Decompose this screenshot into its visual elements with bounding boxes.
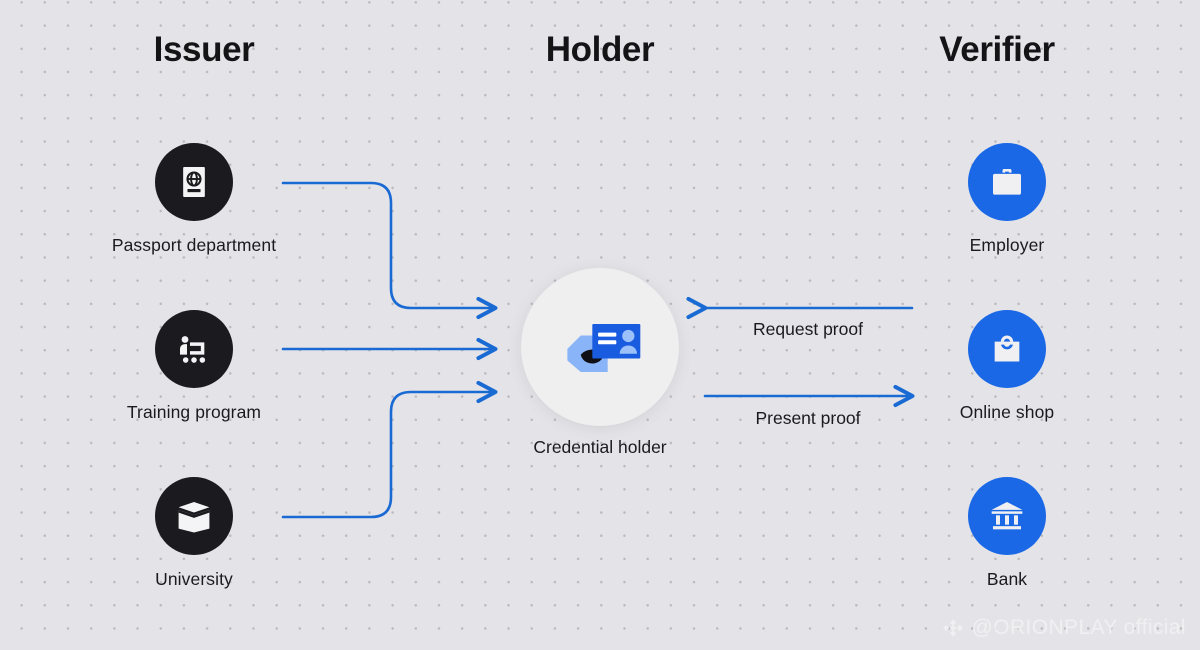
node-label: Credential holder [533, 437, 667, 457]
model-training-icon [180, 336, 206, 363]
passport-icon-disc [155, 143, 233, 221]
watermark: @ORIONPLAY official [941, 616, 1187, 640]
credential-card-icon [567, 323, 641, 372]
shopping-bag-icon [994, 335, 1020, 362]
orionplay-diamond-logo [942, 619, 963, 637]
flow-label-request-proof: Request proof [753, 319, 863, 339]
node-label: Employer [969, 235, 1045, 255]
node-label: University [155, 569, 233, 589]
node-passport-department[interactable]: Passport department [74, 143, 314, 256]
node-employer[interactable]: Employer [887, 143, 1127, 256]
shopping-bag-icon-disc [968, 310, 1046, 388]
credential-icon-disc [521, 268, 679, 426]
column-title-holder: Holder [545, 30, 655, 69]
node-label: Online shop [959, 402, 1055, 422]
node-training-program[interactable]: Training program [74, 310, 314, 423]
bank-icon [991, 502, 1023, 530]
node-label: Training program [126, 402, 262, 422]
node-bank[interactable]: Bank [887, 477, 1127, 590]
column-title-issuer: Issuer [153, 30, 255, 69]
passport-icon [183, 167, 205, 197]
node-credential-holder[interactable]: Credential holder [450, 268, 750, 458]
flow-label-present-proof: Present proof [755, 408, 861, 428]
node-label: Bank [986, 569, 1028, 589]
open-book-icon-disc [155, 477, 233, 555]
open-book-icon [178, 502, 210, 533]
briefcase-icon-disc [968, 143, 1046, 221]
model-training-icon-disc [155, 310, 233, 388]
column-title-verifier: Verifier [939, 30, 1055, 69]
watermark-text: @ORIONPLAY official [971, 616, 1186, 639]
node-label: Passport department [111, 235, 277, 255]
node-university[interactable]: University [74, 477, 314, 590]
briefcase-icon [993, 169, 1021, 195]
bank-icon-disc [968, 477, 1046, 555]
node-online-shop[interactable]: Online shop [887, 310, 1127, 423]
